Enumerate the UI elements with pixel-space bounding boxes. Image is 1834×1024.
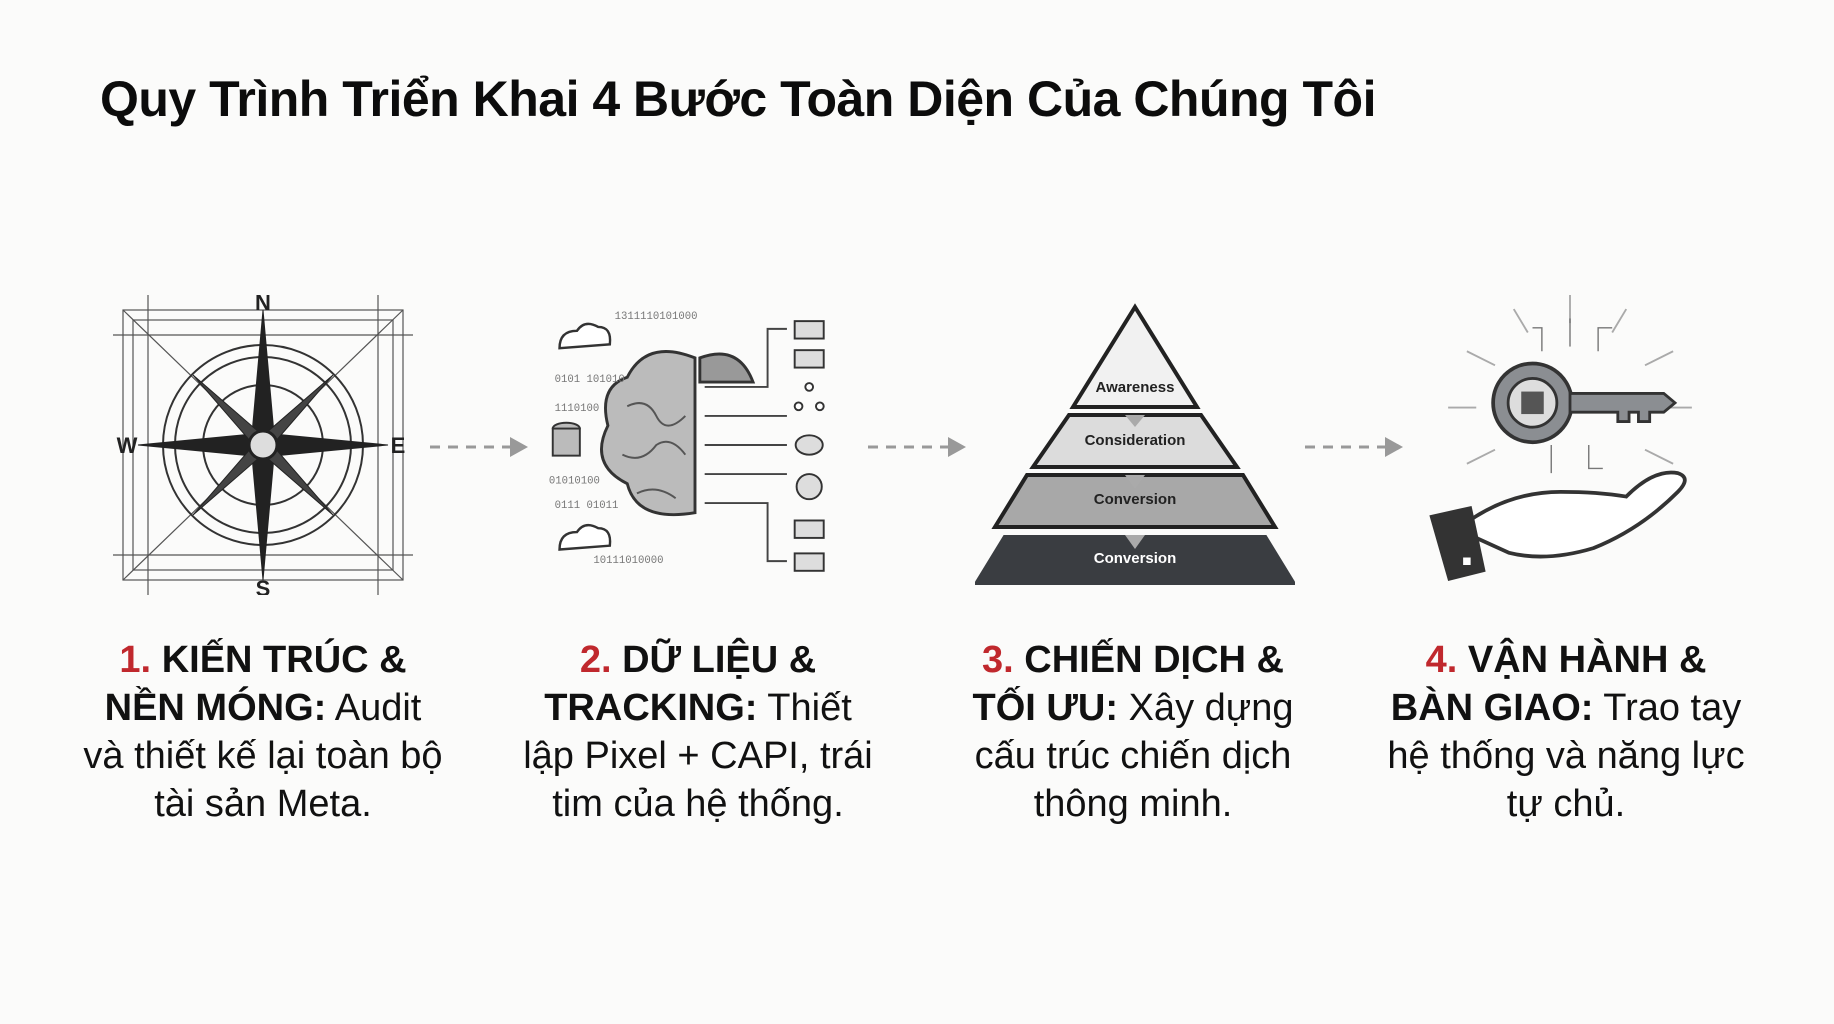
page-title: Quy Trình Triển Khai 4 Bước Toàn Diện Củ… <box>100 71 1376 127</box>
svg-text:0101 101010: 0101 101010 <box>555 374 625 386</box>
svg-text:1110100: 1110100 <box>555 403 600 415</box>
colon: : <box>313 687 327 729</box>
pyramid-level-awareness: Awareness <box>1096 379 1175 396</box>
arrow-right-icon <box>1305 437 1403 457</box>
step-text: Audit và thiết kế lại toàn bộ tài sản Me… <box>83 687 443 825</box>
compass-e: E <box>391 433 406 458</box>
svg-text:10111010000: 10111010000 <box>593 555 663 567</box>
step-heading: VẬN HÀNH & BÀN GIAO <box>1390 639 1707 729</box>
step-heading: KIẾN TRÚC & NỀN MÓNG <box>104 639 407 729</box>
step-text: Thiết lập Pixel + CAPI, trái tim của hệ … <box>523 687 873 825</box>
pyramid-level-conversion: Conversion <box>1094 491 1177 508</box>
funnel-pyramid-icon: Awareness Consideration Conversion Conve… <box>975 303 1295 585</box>
svg-text:0111 01011: 0111 01011 <box>555 500 619 512</box>
pyramid-level-conversion-bottom: Conversion <box>1094 550 1177 567</box>
step-number: 2. <box>579 639 612 681</box>
step-text: Trao tay hệ thống và năng lực tự chủ. <box>1387 687 1745 825</box>
step-number: 3. <box>982 639 1014 681</box>
step-2-description: 2. DỮ LIỆU & TRACKING: Thiết lập Pixel +… <box>518 636 878 828</box>
step-number: 1. <box>119 639 152 681</box>
compass-icon: N S E W <box>113 295 413 595</box>
compass-n: N <box>255 295 271 315</box>
svg-text:1311110101000: 1311110101000 <box>615 311 698 323</box>
compass-w: W <box>117 433 138 458</box>
colon: : <box>1580 687 1594 729</box>
step-4-description: 4. VẬN HÀNH & BÀN GIAO: Trao tay hệ thốn… <box>1386 636 1746 828</box>
step-1-description: 1. KIẾN TRÚC & NỀN MÓNG: Audit và thiết … <box>83 636 443 828</box>
arrow-right-icon <box>430 437 528 457</box>
brain-data-icon: 1311110101000 0101 101010 1110100 01010100… <box>549 311 825 572</box>
pyramid-level-consideration: Consideration <box>1085 432 1186 449</box>
step-text: Xây dựng cấu trúc chiến dịch thông minh. <box>974 687 1294 825</box>
key-handover-icon <box>1429 295 1692 581</box>
step-3-description: 3. CHIẾN DỊCH & TỐI ƯU: Xây dựng cấu trú… <box>953 636 1313 828</box>
colon: : <box>744 687 758 729</box>
step-heading: DỮ LIỆU & TRACKING <box>544 639 817 729</box>
colon: : <box>1105 687 1119 729</box>
compass-s: S <box>256 576 271 595</box>
arrow-right-icon <box>868 437 966 457</box>
svg-text:01010100: 01010100 <box>549 476 600 488</box>
step-heading: CHIẾN DỊCH & TỐI ƯU <box>972 639 1284 729</box>
step-number: 4. <box>1425 639 1458 681</box>
